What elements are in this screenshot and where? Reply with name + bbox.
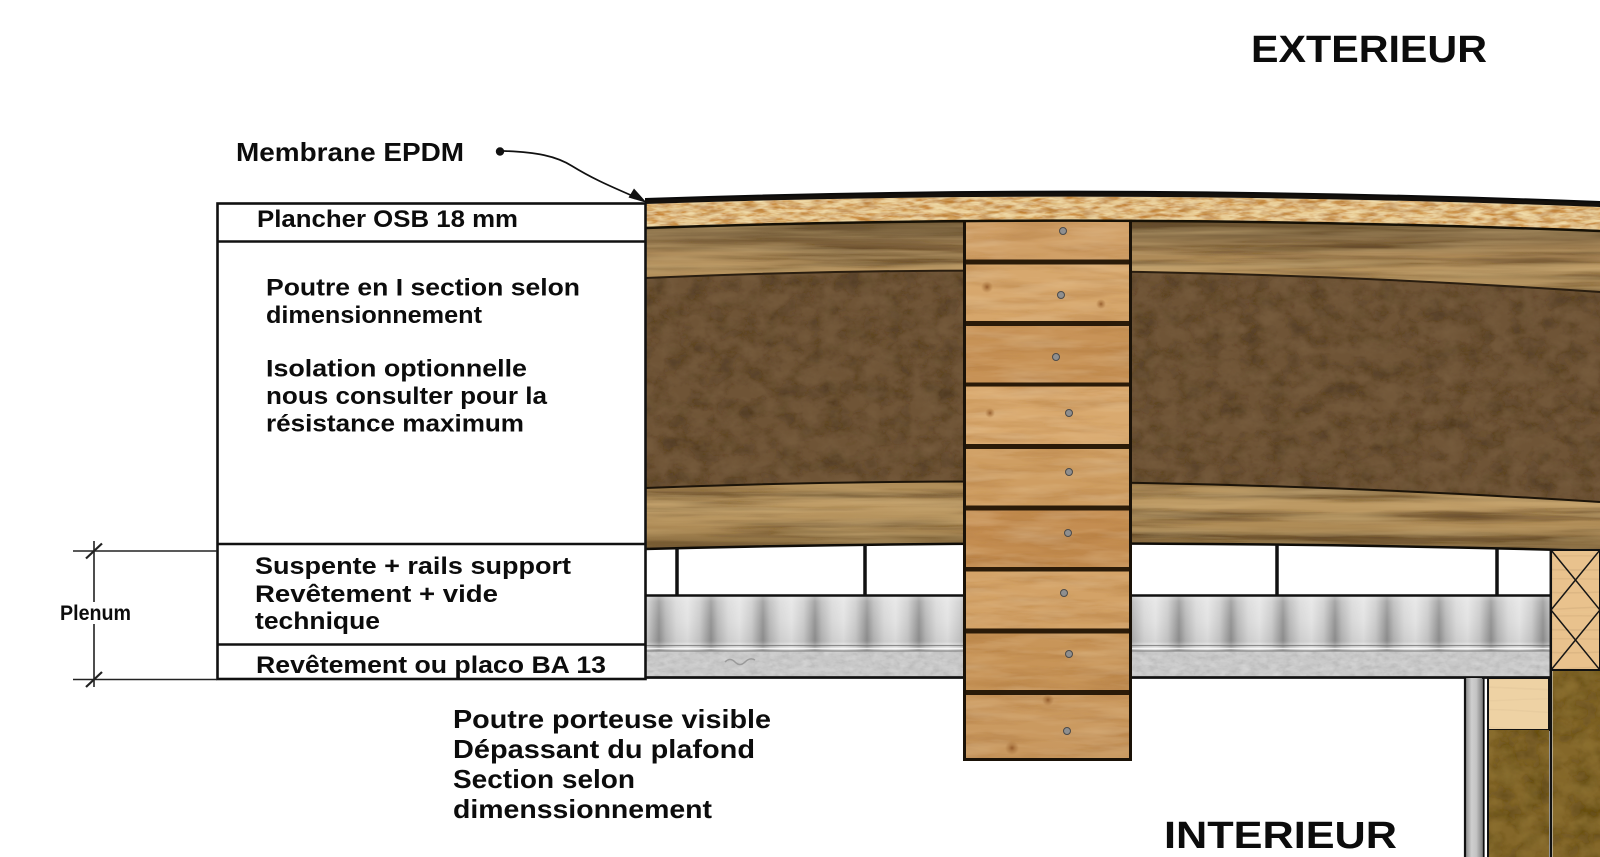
svg-text:EXTERIEUR: EXTERIEUR [1251,29,1487,71]
svg-text:Isolation optionnelle: Isolation optionnelle [266,356,527,383]
svg-text:Revêtement + vide: Revêtement + vide [255,581,498,608]
svg-text:INTERIEUR: INTERIEUR [1164,815,1397,857]
svg-text:Poutre en I section selon: Poutre en I section selon [266,275,580,302]
svg-text:Plancher OSB 18 mm: Plancher OSB 18 mm [257,206,518,233]
svg-text:Plenum: Plenum [60,602,131,625]
svg-text:technique: technique [255,608,380,635]
svg-text:Dépassant du plafond: Dépassant du plafond [453,734,755,764]
svg-text:Suspente + rails support: Suspente + rails support [255,553,571,580]
svg-text:dimensionnement: dimensionnement [266,302,482,329]
svg-text:dimenssionnement: dimenssionnement [453,794,712,824]
svg-text:Membrane EPDM: Membrane EPDM [236,137,464,167]
svg-text:Revêtement ou placo BA 13: Revêtement ou placo BA 13 [256,652,606,679]
svg-text:résistance maximum: résistance maximum [266,411,524,438]
svg-text:Section selon: Section selon [453,764,635,794]
svg-text:nous consulter pour la: nous consulter pour la [266,383,547,410]
svg-text:Poutre porteuse visible: Poutre porteuse visible [453,704,771,734]
